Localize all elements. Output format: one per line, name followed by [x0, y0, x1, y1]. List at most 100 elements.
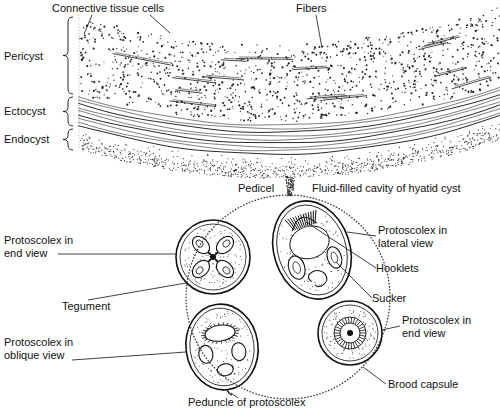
germinal-cell: [101, 149, 102, 150]
fiber: [310, 94, 346, 97]
connective-tissue-cell: [410, 92, 412, 94]
connective-tissue-cell: [404, 104, 405, 105]
connective-tissue-cell: [197, 82, 199, 84]
germinal-cell: [204, 170, 205, 171]
germinal-cell: [398, 154, 399, 155]
germinal-cell: [280, 171, 281, 172]
germinal-cell: [490, 128, 491, 129]
germinal-cell: [489, 137, 490, 138]
connective-tissue-cell: [229, 99, 231, 101]
connective-tissue-cell: [322, 114, 324, 116]
connective-tissue-cell: [328, 112, 330, 114]
germinal-cell: [337, 172, 338, 173]
connective-tissue-cell: [213, 55, 214, 56]
connective-tissue-cell: [387, 86, 389, 88]
connective-tissue-cell: [80, 83, 81, 84]
germinal-cell: [253, 164, 254, 165]
connective-tissue-cell: [273, 114, 274, 115]
germinal-cell: [133, 159, 134, 160]
connective-tissue-cell: [392, 97, 394, 99]
germinal-cell: [172, 151, 173, 152]
germinal-cell: [82, 145, 83, 146]
connective-tissue-cell: [491, 45, 492, 46]
connective-tissue-cell: [112, 48, 114, 50]
germinal-cell: [432, 150, 433, 151]
germinal-cell: [326, 162, 327, 163]
connective-tissue-cell: [107, 82, 108, 83]
connective-tissue-cell: [453, 74, 455, 76]
connective-tissue-cell: [344, 78, 346, 80]
germinal-cell: [443, 152, 444, 153]
fiber: [178, 88, 200, 91]
germinal-cell: [449, 140, 450, 141]
germinal-cell: [450, 147, 451, 148]
germinal-cell: [465, 149, 466, 150]
germinal-cell: [243, 171, 244, 172]
connective-tissue-cell: [484, 38, 485, 39]
connective-tissue-cell: [437, 72, 438, 73]
germinal-cell: [81, 138, 82, 139]
connective-tissue-cell: [384, 79, 385, 80]
connective-tissue-cell: [370, 42, 372, 44]
germinal-cell: [335, 172, 336, 173]
connective-tissue-cell: [295, 76, 297, 78]
connective-tissue-cell: [284, 77, 285, 78]
germinal-cell: [497, 138, 498, 139]
connective-tissue-cell: [344, 80, 346, 82]
germinal-cell: [292, 173, 293, 174]
germinal-cell: [484, 141, 485, 142]
lamination: [78, 101, 500, 140]
germinal-cell: [145, 154, 146, 155]
connective-tissue-cell: [234, 52, 235, 53]
germinal-cell: [232, 165, 233, 166]
germinal-cell: [469, 132, 470, 133]
germinal-cell: [210, 167, 211, 168]
connective-tissue-cell: [222, 81, 224, 83]
connective-tissue-cell: [371, 87, 372, 88]
fiber: [323, 94, 364, 98]
connective-tissue-cell: [395, 101, 397, 103]
germinal-cell: [313, 174, 314, 175]
connective-tissue-cell: [132, 65, 133, 66]
germinal-cell: [327, 168, 328, 169]
connective-tissue-cell: [455, 63, 457, 65]
germinal-cell: [274, 172, 275, 173]
connective-tissue-cell: [103, 26, 105, 28]
germinal-cell: [496, 135, 497, 136]
germinal-cell: [138, 162, 139, 163]
connective-tissue-cell: [479, 46, 480, 47]
germinal-cell: [196, 163, 197, 164]
germinal-cell: [116, 156, 117, 157]
connective-tissue-cell: [268, 115, 270, 117]
connective-tissue-cell: [254, 79, 255, 80]
connective-tissue-cell: [117, 68, 118, 69]
connective-tissue-cell: [210, 109, 212, 111]
germinal-cell: [149, 163, 150, 164]
germinal-cell: [403, 157, 404, 158]
germinal-cell: [154, 161, 155, 162]
germinal-cell: [388, 158, 389, 159]
connective-tissue-cell: [344, 115, 345, 116]
germinal-cell: [480, 133, 481, 134]
germinal-cell: [410, 162, 411, 163]
connective-tissue-cell: [386, 90, 387, 91]
ectocyst-layer: [78, 87, 500, 155]
connective-tissue-cell: [340, 51, 342, 53]
connective-tissue-cell: [161, 90, 162, 91]
germinal-cell: [113, 152, 114, 153]
germinal-cell: [117, 149, 118, 150]
germinal-cell: [212, 165, 213, 166]
connective-tissue-cell: [180, 61, 181, 62]
germinal-cell: [195, 168, 196, 169]
germinal-cell: [233, 174, 234, 175]
germinal-cell: [483, 135, 484, 136]
connective-tissue-cell: [307, 53, 308, 54]
germinal-cell: [488, 132, 489, 133]
germinal-cell: [243, 171, 244, 172]
connective-tissue-cell: [320, 117, 322, 119]
germinal-cell: [235, 164, 236, 165]
connective-tissue-cell: [269, 91, 271, 93]
germinal-cell: [317, 166, 318, 167]
germinal-cell: [185, 169, 186, 170]
connective-tissue-cell: [429, 60, 431, 62]
